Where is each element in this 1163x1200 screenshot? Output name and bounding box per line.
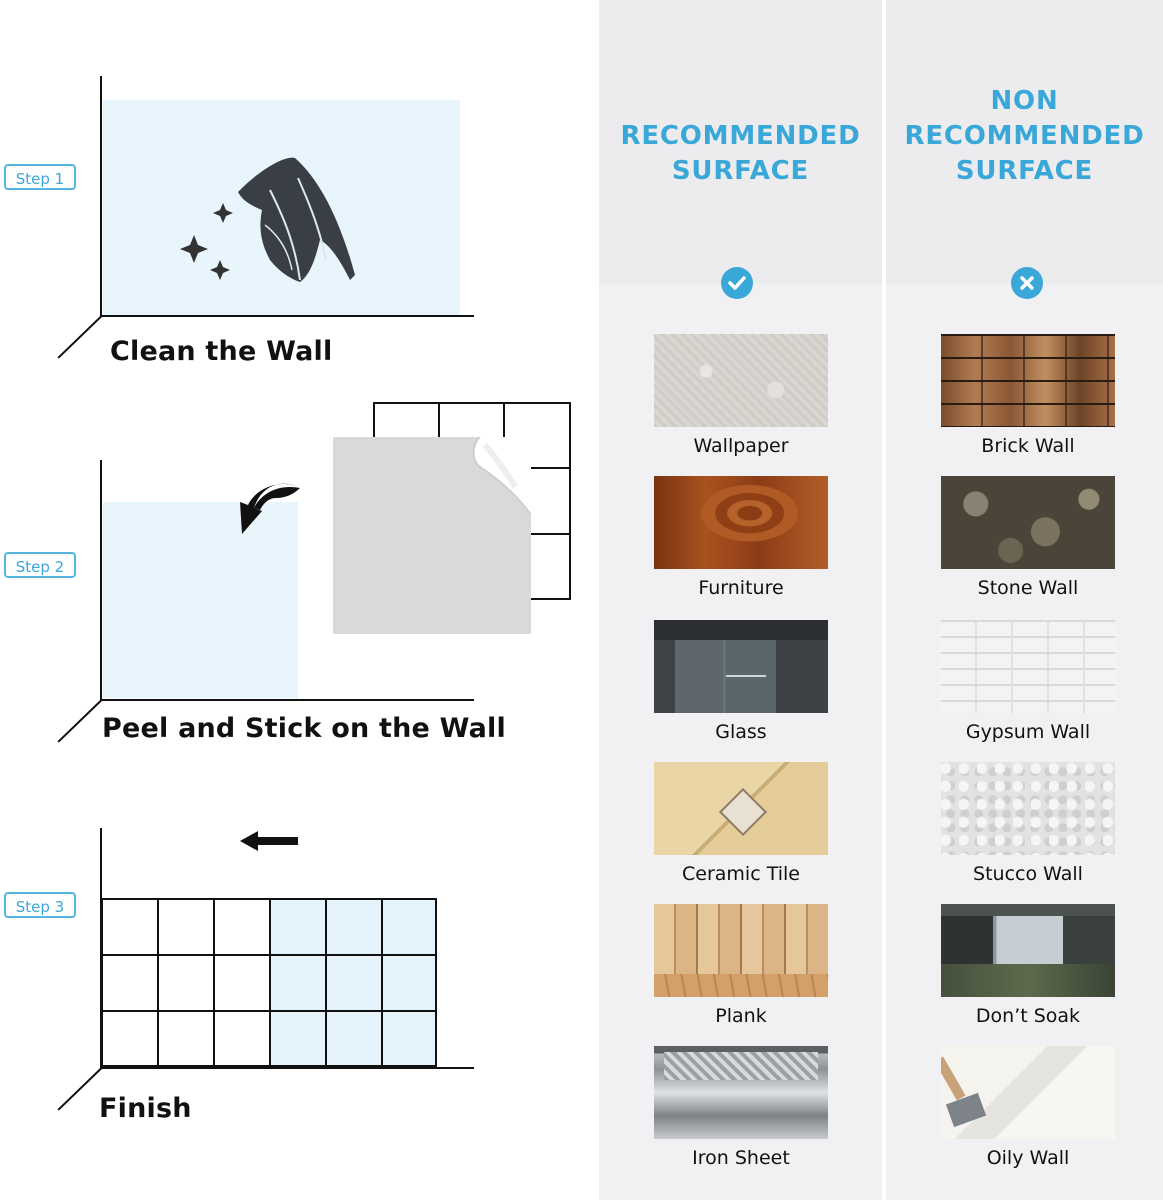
brick-wall-label: Brick Wall [981,435,1075,457]
oily-wall-image [941,1046,1115,1139]
iron-sheet-image [654,1046,828,1139]
non-recommended-header-bg [886,0,1163,284]
step-1-wall-edge [100,76,102,316]
step-3-wall-edge [100,828,102,1068]
step-1-badge: Step 1 [4,164,76,190]
recommended-header-bg [599,0,882,284]
plank-label: Plank [715,1005,767,1027]
dont-soak-image [941,904,1115,997]
ceramic-tile-label: Ceramic Tile [682,863,800,885]
stucco-wall-label: Stucco Wall [973,863,1083,885]
glass-label: Glass [715,721,767,743]
curved-arrow-icon [240,483,300,534]
ceramic-tile-image [654,762,828,855]
cleaning-cloth-icon [180,157,355,282]
non-recommended-title: NON RECOMMENDED SURFACE [904,86,1145,186]
gypsum-wall-image [941,620,1115,713]
step-2-wall-edge [100,460,102,700]
step-1-floor-edge [100,315,474,317]
step-3-corner-edge [57,1067,102,1111]
step-1-caption: Clean the Wall [110,336,333,367]
step-2-floor-edge [100,699,474,701]
glass-image [654,620,828,713]
step-2-corner-edge [57,699,102,743]
step-3-floor-edge [100,1067,474,1069]
left-arrow-icon [240,831,298,851]
dont-soak-label: Don’t Soak [975,1005,1081,1027]
cross-icon [1011,267,1043,299]
iron-sheet-label: Iron Sheet [692,1147,790,1169]
oily-wall-label: Oily Wall [986,1147,1070,1169]
step-2-caption: Peel and Stick on the Wall [102,713,506,744]
peeled-corner-icon [472,437,531,516]
step-3-badge: Step 3 [4,892,76,918]
step-3-caption: Finish [99,1093,192,1124]
step-2-badge: Step 2 [4,552,76,578]
check-icon [721,267,753,299]
step-2-wall [103,502,298,698]
brick-wall-image [941,334,1115,427]
wallpaper-image [654,334,828,427]
furniture-image [654,476,828,569]
gypsum-wall-label: Gypsum Wall [965,721,1091,743]
furniture-label: Furniture [698,577,784,599]
plank-image [654,904,828,997]
stone-wall-label: Stone Wall [977,577,1079,599]
stucco-wall-image [941,762,1115,855]
step-1-corner-edge [57,315,102,359]
recommended-title: RECOMMENDED SURFACE [620,121,861,186]
stone-wall-image [941,476,1115,569]
wallpaper-label: Wallpaper [693,435,789,457]
